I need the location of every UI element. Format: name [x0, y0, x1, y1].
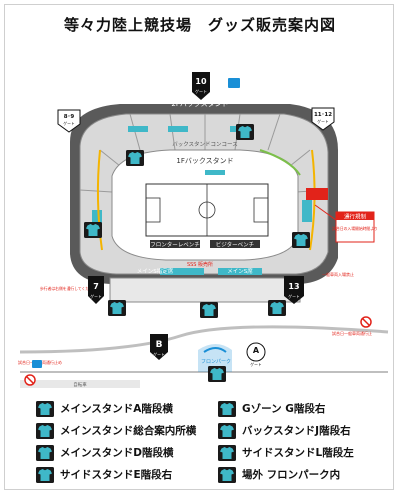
legend-label: 場外 フロンパーク内 [242, 469, 341, 481]
pedestrian-note: 歩行者は右側を通行してください [40, 286, 97, 291]
shirt-icon [218, 444, 236, 461]
shop-marker [208, 366, 226, 382]
shop-marker [292, 232, 310, 248]
stadium-map: フロンターレベンチ ビジターベンチ 2Fバックスタンド 1Fバックスタンド バッ… [18, 72, 389, 388]
gate-11-12: 11･12 ゲート [311, 107, 335, 131]
svg-text:7: 7 [93, 282, 99, 291]
svg-text:11･12: 11･12 [314, 112, 332, 118]
parking-strip [20, 380, 140, 388]
gate-10: 10 ゲート [192, 72, 210, 100]
svg-text:10: 10 [195, 77, 207, 86]
shop-marker [84, 222, 102, 238]
legend-label: Gゾーン G階段右 [242, 403, 326, 415]
closure-note-right: 試合日一般車両通行止 [332, 330, 372, 336]
legend-label: メインスタンドA階段横 [60, 403, 173, 415]
main-stand-s-label: メインS席 [227, 267, 253, 275]
toilet-icons [32, 78, 240, 368]
gate-7: 7 ゲート [88, 276, 104, 304]
restriction-zone [306, 188, 328, 200]
svg-text:ゲート: ゲート [317, 119, 329, 124]
legend-item: バックスタンドJ階段右 [218, 422, 351, 439]
frontier-bench-label: フロンターレベンチ [150, 241, 200, 249]
legend-item: 場外 フロンパーク内 [218, 466, 340, 483]
main-stand-reserved-label: メインS指定席 [137, 267, 174, 275]
legend-item: Gゾーン G階段右 [218, 400, 325, 417]
main-stand-building [109, 277, 301, 303]
legend-label: サイドスタンドE階段右 [60, 469, 173, 481]
shirt-icon [36, 444, 54, 461]
restriction-pointer [314, 204, 337, 221]
shirt-icon [36, 466, 54, 483]
back-stand-2f-label: 2Fバックスタンド [171, 99, 228, 108]
legend-item: メインスタンドD階段横 [36, 444, 174, 461]
svg-text:ゲート: ゲート [153, 352, 165, 357]
visitor-bench [210, 240, 260, 248]
entry-note: 一般車両入場禁止 [322, 271, 354, 277]
shirt-icon [218, 466, 236, 483]
shop-marker [126, 150, 144, 166]
svg-text:B: B [156, 340, 163, 350]
gate-13: 13 ゲート [284, 276, 304, 304]
front-park-label: フロンパーク [201, 359, 231, 365]
visitor-bench-label: ビジターベンチ [216, 241, 254, 249]
shop-marker [200, 302, 218, 318]
legend-item: メインスタンドA階段横 [36, 400, 173, 417]
svg-text:ゲート: ゲート [195, 88, 207, 94]
gate-8-9: 8･9 ゲート [57, 109, 81, 133]
svg-text:ゲート: ゲート [90, 294, 102, 299]
shop-marker [108, 300, 126, 316]
no-entry-sign-left [24, 374, 36, 386]
shirt-icon [218, 400, 236, 417]
shop-legend: メインスタンドA階段横 メインスタンド総合案内所横 メインスタンドD階段横 サイ… [0, 398, 400, 488]
shop-marker [236, 124, 254, 140]
gate-b: B ゲート [150, 334, 168, 360]
legend-label: メインスタンド総合案内所横 [60, 425, 197, 437]
bicycle-label: 自転車 [73, 381, 87, 388]
concourse-label: バックスタンドコンコース [172, 140, 238, 148]
legend-item: サイドスタンドL階段左 [218, 444, 354, 461]
no-entry-sign-right [360, 316, 372, 328]
restriction-body: 試合日の入場開始時間より [332, 226, 378, 231]
back-stand-1f-label: 1Fバックスタンド [176, 156, 233, 165]
page-title: 等々力陸上競技場 グッズ販売案内図 [63, 16, 336, 34]
legend-label: メインスタンドD階段横 [60, 447, 174, 459]
svg-text:A: A [253, 346, 260, 355]
legend-label: バックスタンドJ階段右 [242, 425, 351, 437]
svg-text:ゲート: ゲート [250, 362, 262, 367]
sss-shop-label: SSS 販売所 [187, 261, 213, 268]
svg-text:8･9: 8･9 [64, 114, 75, 120]
restriction-title: 通行規制 [344, 213, 367, 221]
shirt-icon [36, 400, 54, 417]
svg-text:13: 13 [288, 282, 299, 291]
legend-item: サイドスタンドE階段右 [36, 466, 172, 483]
shop-marker [268, 300, 286, 316]
front-park: フロンパーク [198, 344, 232, 372]
svg-text:ゲート: ゲート [288, 294, 300, 299]
legend-label: サイドスタンドL階段左 [242, 447, 354, 459]
legend-item: メインスタンド総合案内所横 [36, 422, 196, 439]
pitch-lines [145, 184, 269, 236]
road [19, 325, 389, 354]
frontier-bench [150, 240, 200, 248]
gate-a: A ゲート [246, 342, 266, 367]
shirt-icon [218, 422, 236, 439]
shirt-icon [36, 422, 54, 439]
svg-text:ゲート: ゲート [63, 121, 75, 126]
green-route [259, 149, 301, 176]
